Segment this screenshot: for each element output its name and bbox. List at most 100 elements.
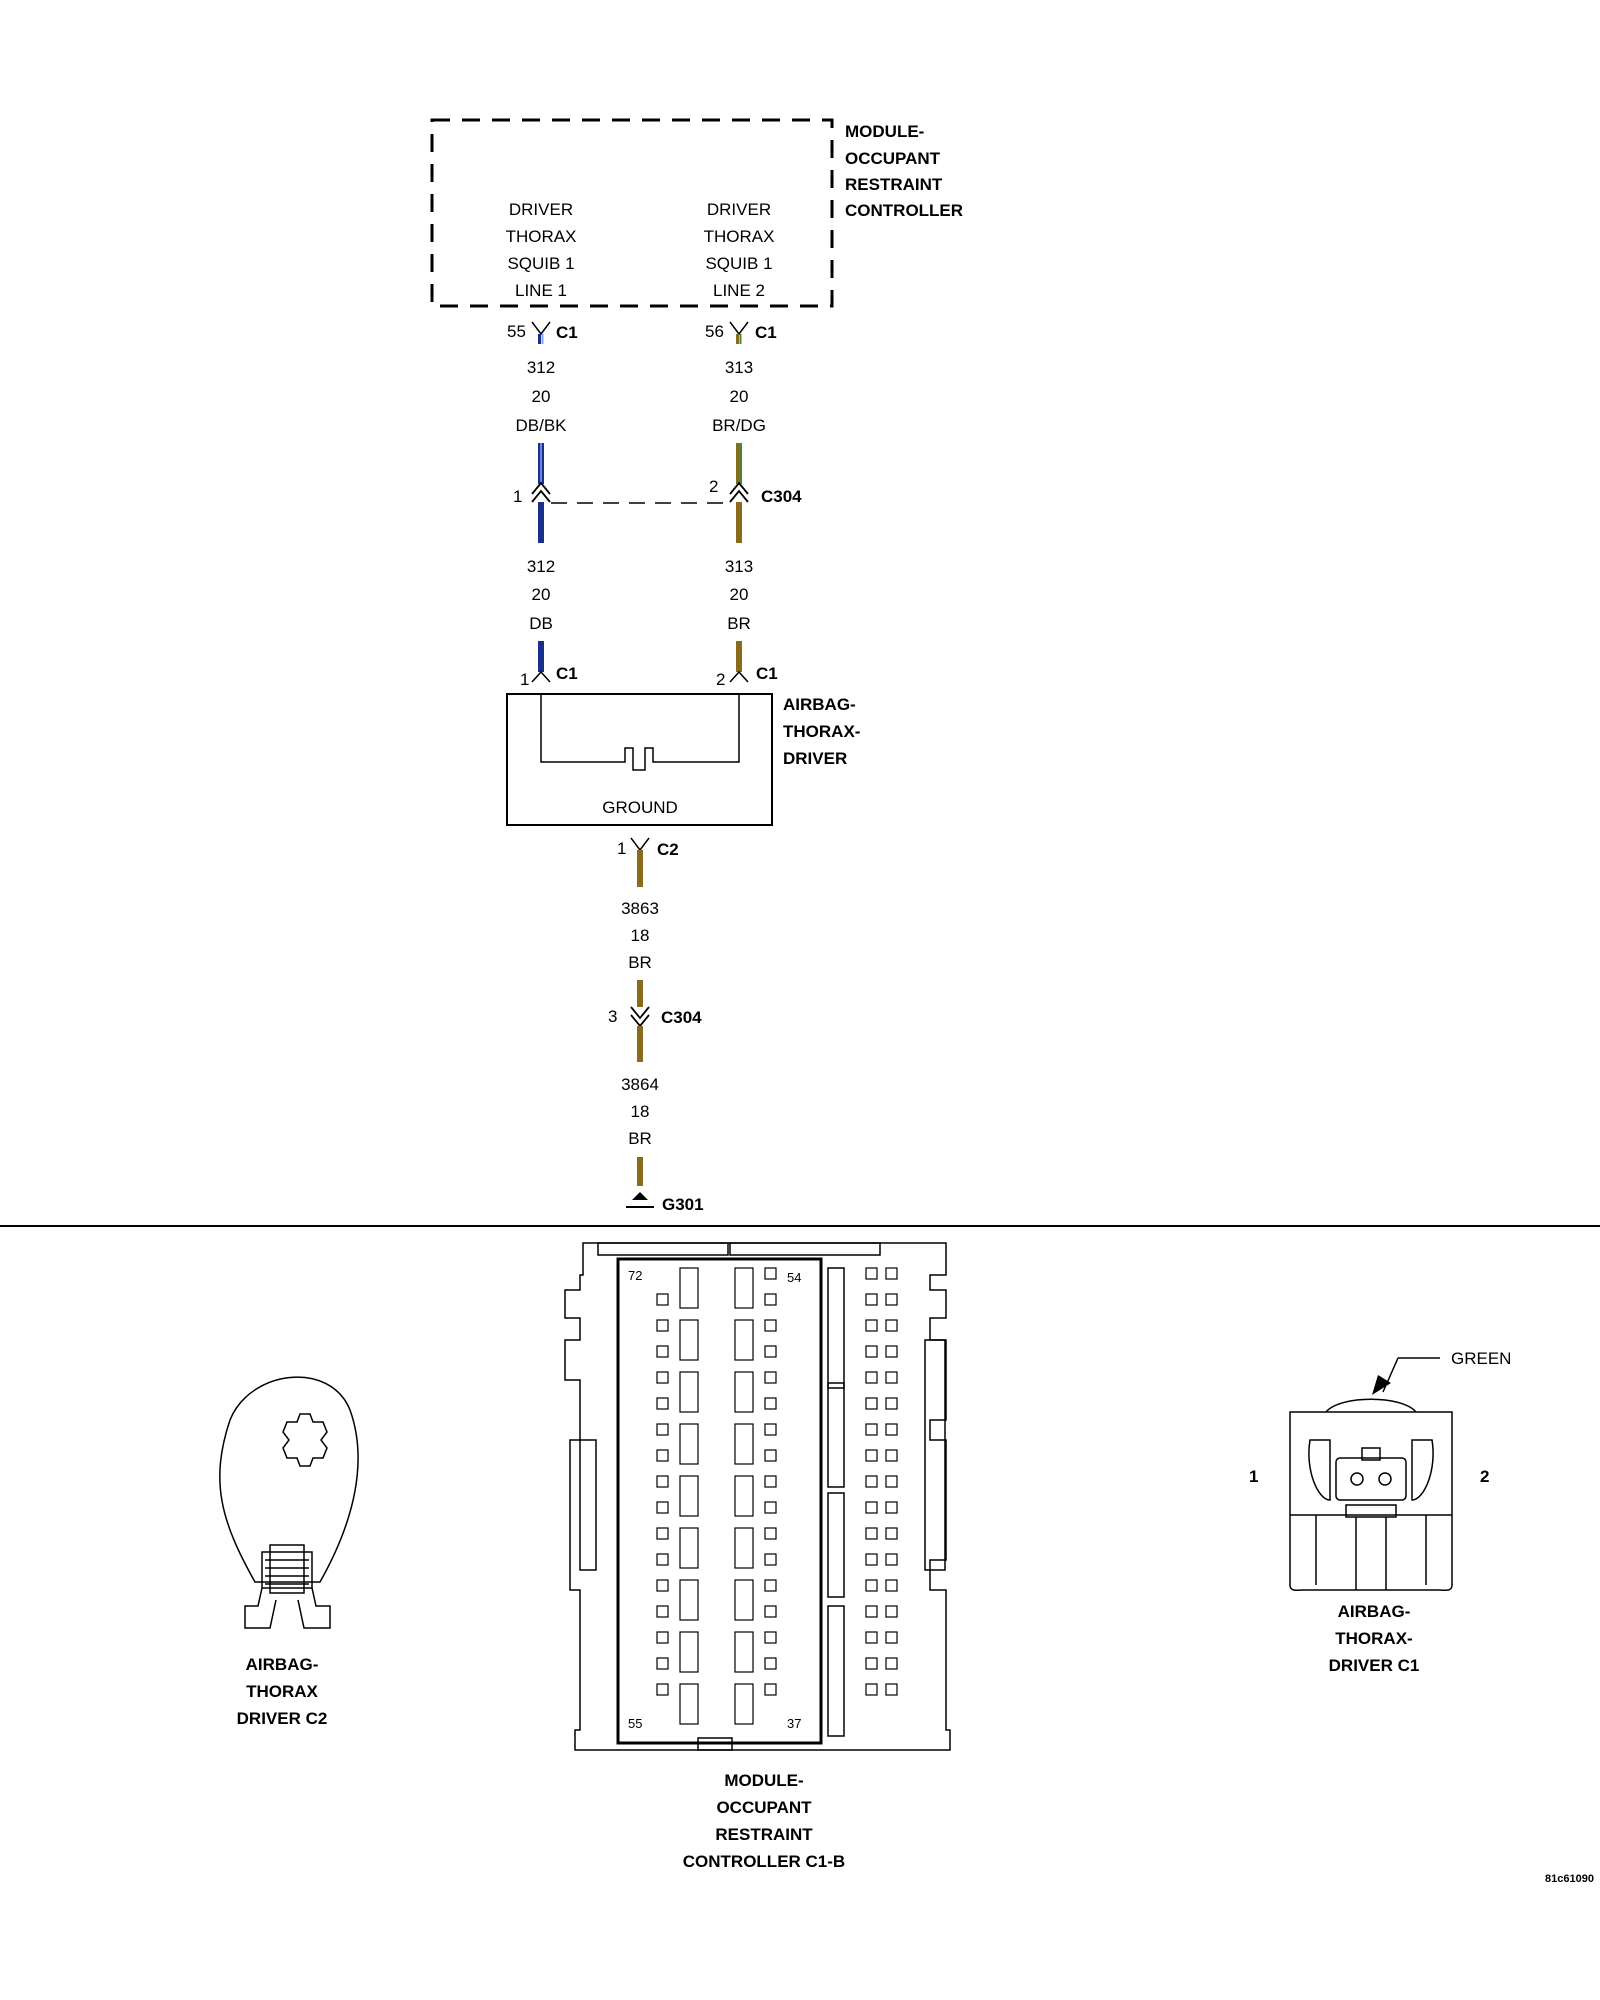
pin-cavity — [656, 1631, 669, 1644]
pin-cavity — [764, 1501, 777, 1514]
pin-cavity — [885, 1605, 898, 1618]
svg-text:37: 37 — [787, 1716, 801, 1731]
svg-text:SQUIB 1: SQUIB 1 — [507, 254, 574, 273]
svg-text:DB/BK: DB/BK — [515, 416, 567, 435]
figure-id: 81c61090 — [1545, 1873, 1594, 1885]
svg-text:54: 54 — [787, 1270, 801, 1285]
connector-c1-pin-1-label: 1 — [1249, 1467, 1258, 1486]
pin-cavity — [656, 1319, 669, 1332]
svg-text:2: 2 — [709, 477, 718, 496]
module-pin-55: 55 C1 — [507, 321, 578, 342]
svg-text:313: 313 — [725, 557, 753, 576]
svg-text:20: 20 — [730, 585, 749, 604]
svg-text:55: 55 — [628, 1716, 642, 1731]
pin-cavity — [865, 1475, 878, 1488]
inline-connector-c304-pin3: 3 C304 — [608, 1006, 702, 1028]
pin-cavity-large — [679, 1527, 699, 1569]
pin-cavity — [656, 1293, 669, 1306]
pin-cavity — [764, 1397, 777, 1410]
svg-text:BR: BR — [727, 614, 751, 633]
svg-text:OCCUPANT: OCCUPANT — [716, 1798, 812, 1817]
pin-cavity — [885, 1683, 898, 1696]
connector-c1-caption: AIRBAG- THORAX- DRIVER C1 — [1329, 1602, 1420, 1675]
svg-text:1: 1 — [513, 487, 522, 506]
ground-symbol-g301: G301 — [626, 1192, 704, 1214]
svg-text:AIRBAG-: AIRBAG- — [246, 1655, 319, 1674]
pin-cavity — [656, 1449, 669, 1462]
pin-cavity — [885, 1449, 898, 1462]
wire-label-3864: 3864 18 BR — [621, 1075, 659, 1148]
pin-cavity — [865, 1501, 878, 1514]
svg-text:DRIVER C1: DRIVER C1 — [1329, 1656, 1420, 1675]
svg-text:72: 72 — [628, 1268, 642, 1283]
svg-text:CONTROLLER C1-B: CONTROLLER C1-B — [683, 1852, 845, 1871]
svg-text:LINE 1: LINE 1 — [515, 281, 567, 300]
pin-cavity — [656, 1579, 669, 1592]
svg-text:RESTRAINT: RESTRAINT — [715, 1825, 813, 1844]
inline-connector-c304-pin2: 2 C304 — [709, 477, 802, 506]
pin-cavity — [885, 1267, 898, 1280]
pin-cavity — [764, 1683, 777, 1696]
connector-view-c2 — [219, 1376, 359, 1629]
svg-text:G301: G301 — [662, 1195, 704, 1214]
pin-cavity — [885, 1319, 898, 1332]
connector-c1-pin-2-label: 2 — [1480, 1467, 1489, 1486]
pin-cavity — [865, 1579, 878, 1592]
pin-cavity — [865, 1267, 878, 1280]
pin-cavity — [656, 1423, 669, 1436]
svg-text:THORAX: THORAX — [506, 227, 577, 246]
svg-text:BR/DG: BR/DG — [712, 416, 766, 435]
wire-label-3863: 3863 18 BR — [621, 899, 659, 972]
pin-cavity — [764, 1657, 777, 1670]
svg-text:AIRBAG-: AIRBAG- — [1338, 1602, 1411, 1621]
pin-cavity — [656, 1371, 669, 1384]
pin-cavity-large — [734, 1579, 754, 1621]
svg-text:DB: DB — [529, 614, 553, 633]
pin-cavity-large — [679, 1579, 699, 1621]
pin-cavity — [865, 1319, 878, 1332]
pin-cavity-large — [679, 1423, 699, 1465]
module-pin-left-label: DRIVER THORAX SQUIB 1 LINE 1 — [506, 200, 577, 300]
pin-cavity — [764, 1631, 777, 1644]
svg-text:C1: C1 — [755, 323, 777, 342]
svg-text:C1: C1 — [556, 664, 578, 683]
svg-text:MODULE-: MODULE- — [724, 1771, 803, 1790]
pin-cavity — [656, 1397, 669, 1410]
pin-cavity — [885, 1579, 898, 1592]
pin-cavity — [885, 1475, 898, 1488]
airbag-box — [506, 693, 773, 826]
svg-text:THORAX-: THORAX- — [1335, 1629, 1412, 1648]
wire-label-313-upper: 313 20 BR/DG — [712, 358, 766, 435]
pin-cavity — [885, 1527, 898, 1540]
connector-view-c1 — [1289, 1357, 1453, 1592]
pin-cavity-large — [679, 1475, 699, 1517]
wire-stub-312-top — [538, 334, 544, 344]
svg-text:55: 55 — [507, 322, 526, 341]
pin-cavity-large — [734, 1631, 754, 1673]
pin-cavity — [865, 1683, 878, 1696]
pin-cavity — [656, 1553, 669, 1566]
pin-cavity — [764, 1293, 777, 1306]
connector-c2-caption: AIRBAG- THORAX DRIVER C2 — [237, 1655, 328, 1728]
svg-text:OCCUPANT: OCCUPANT — [845, 149, 941, 168]
airbag-squib-circuit — [540, 694, 740, 771]
svg-text:DRIVER C2: DRIVER C2 — [237, 1709, 328, 1728]
pin-cavity — [865, 1605, 878, 1618]
pin-cavity — [885, 1553, 898, 1566]
pin-cavity — [865, 1553, 878, 1566]
pin-cavity — [656, 1527, 669, 1540]
svg-text:SQUIB 1: SQUIB 1 — [705, 254, 772, 273]
connector-c1b-pin-numbers: 72 54 55 37 — [628, 1268, 801, 1731]
svg-text:18: 18 — [631, 926, 650, 945]
svg-text:C2: C2 — [657, 840, 679, 859]
pin-cavity-large — [734, 1319, 754, 1361]
module-dashed-box — [430, 118, 834, 308]
svg-text:3864: 3864 — [621, 1075, 659, 1094]
pin-cavity — [865, 1397, 878, 1410]
airbag-pin-1: 1 C1 — [520, 664, 578, 689]
module-pin-right-label: DRIVER THORAX SQUIB 1 LINE 2 — [704, 200, 775, 300]
svg-text:DRIVER: DRIVER — [707, 200, 771, 219]
pin-cavity — [656, 1683, 669, 1696]
pin-cavity — [885, 1345, 898, 1358]
